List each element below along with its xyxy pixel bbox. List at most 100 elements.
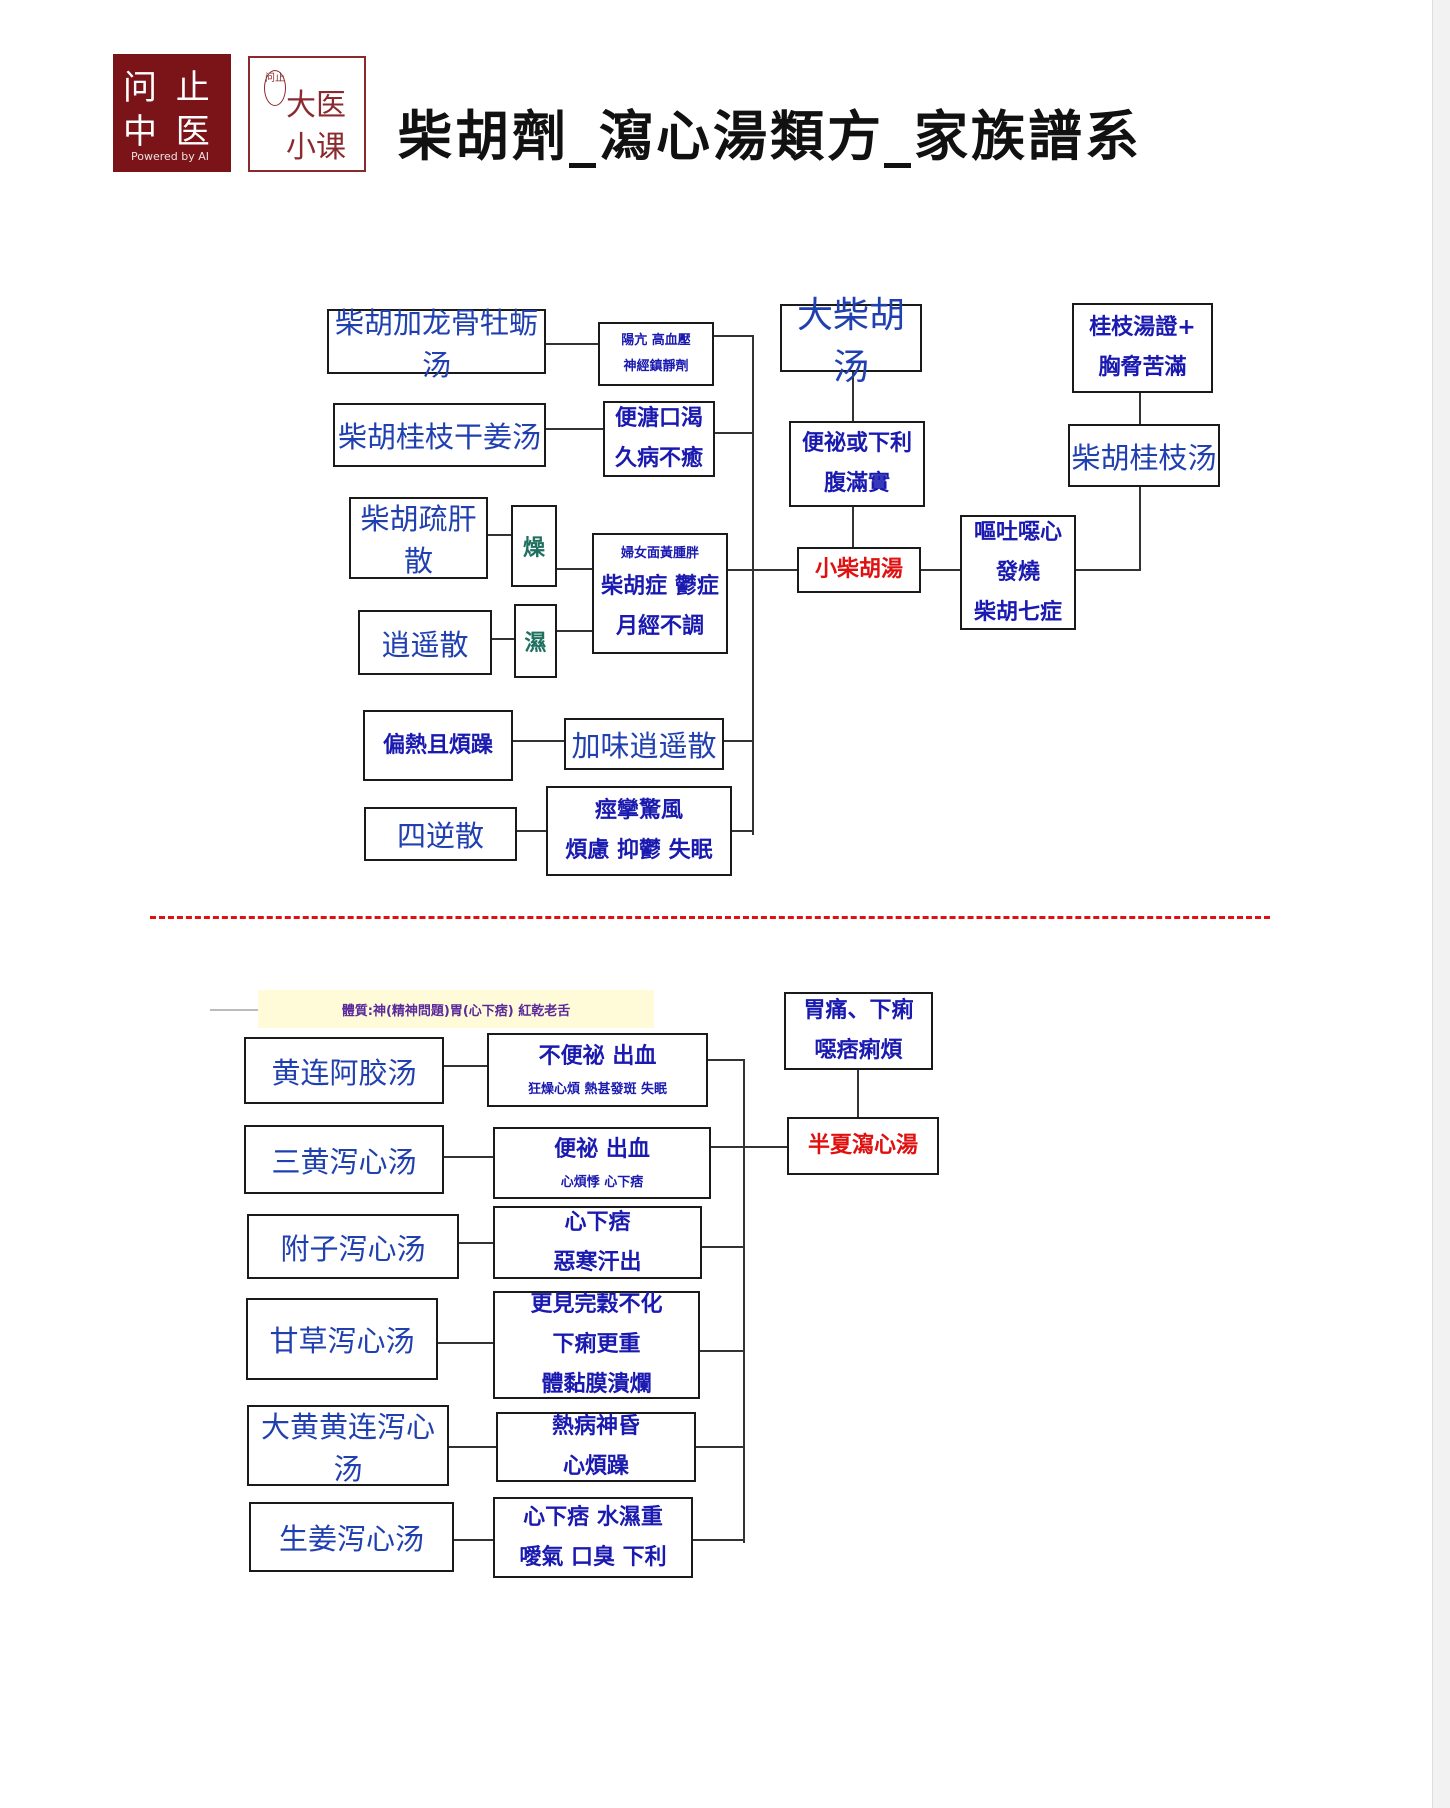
link-line xyxy=(512,740,565,742)
formula-gancao-xiexin[interactable]: 甘草泻心汤 xyxy=(246,1298,438,1380)
indication-text: 嘔吐噁心 xyxy=(973,519,1062,545)
link-line xyxy=(444,1156,494,1158)
indication-box: 嘔吐噁心發燒柴胡七症 xyxy=(960,515,1076,630)
link-line xyxy=(545,428,605,430)
formula-da-chaihu[interactable]: 大柴胡汤 xyxy=(780,295,922,388)
course-logo-seal: 问止 xyxy=(264,70,286,106)
link-line xyxy=(692,1539,743,1541)
indication-box: 胃痛、下痢噁痞痢煩 xyxy=(784,992,933,1070)
course-logo-line2: 小课 xyxy=(286,130,346,165)
link-line xyxy=(1075,569,1141,571)
indication-box: 不便祕 出血狂燥心煩 熱甚發斑 失眠 xyxy=(487,1033,708,1107)
link-line xyxy=(1139,392,1141,424)
indication-box: 心下痞 水濕重噯氣 口臭 下利 xyxy=(493,1497,693,1578)
formula-label: 柴胡加龙骨牡蛎汤 xyxy=(334,305,538,382)
link-line xyxy=(857,1070,859,1120)
indication-text: 噁痞痢煩 xyxy=(814,1038,903,1063)
link-line xyxy=(458,1242,494,1244)
link-line xyxy=(852,506,854,547)
trunk-line xyxy=(743,1059,745,1543)
link-line xyxy=(453,1539,494,1541)
formula-banxia-xiexin[interactable]: 半夏瀉心湯 xyxy=(787,1117,939,1175)
indication-text: 陽亢 高血壓 xyxy=(621,333,691,348)
indication-text: 桂枝湯證+ xyxy=(1089,315,1196,340)
tag-text: 燥 xyxy=(522,536,545,561)
link-line xyxy=(1139,486,1141,571)
formula-dahuang-huanglian-xiexin[interactable]: 大黄黄连泻心汤 xyxy=(247,1405,449,1486)
link-line xyxy=(698,1350,743,1352)
formula-shengjiang-xiexin[interactable]: 生姜泻心汤 xyxy=(249,1502,454,1572)
link-line xyxy=(706,1059,743,1061)
section-divider xyxy=(150,916,1270,919)
formula-label: 加味逍遥散 xyxy=(571,729,717,763)
link-line xyxy=(210,1009,260,1011)
formula-label: 逍遥散 xyxy=(381,627,469,662)
link-line xyxy=(557,568,593,570)
formula-chaihu-guizhi[interactable]: 柴胡桂枝汤 xyxy=(1068,424,1220,487)
indication-box: 熱病神昏心煩躁 xyxy=(496,1412,696,1482)
indication-text: 便祕或下利 xyxy=(801,431,912,456)
course-logo: 问止 大医 小课 xyxy=(248,56,366,172)
formula-huanglian-ejiao[interactable]: 黄连阿胶汤 xyxy=(244,1037,444,1104)
indication-box: 偏熱且煩躁 xyxy=(363,710,513,781)
logo-text-line2: 中 医 xyxy=(123,112,214,152)
formula-jiawei-xiaoyao[interactable]: 加味逍遥散 xyxy=(564,718,724,770)
link-line xyxy=(723,740,752,742)
indication-text: 心煩躁 xyxy=(562,1454,629,1479)
formula-label: 小柴胡湯 xyxy=(814,557,903,582)
formula-fuzi-xiexin[interactable]: 附子泻心汤 xyxy=(247,1214,459,1279)
indication-text: 心煩悸 心下痞 xyxy=(560,1175,644,1190)
link-line xyxy=(516,830,546,832)
indication-text: 發燒 xyxy=(995,559,1040,585)
logo-powered-text: Powered by AI xyxy=(131,150,210,163)
link-line xyxy=(490,638,514,640)
formula-label: 附子泻心汤 xyxy=(280,1231,426,1266)
formula-sanhuang-xiexin[interactable]: 三黄泻心汤 xyxy=(244,1125,444,1194)
formula-sini[interactable]: 四逆散 xyxy=(364,807,517,861)
indication-box: 便祕 出血心煩悸 心下痞 xyxy=(493,1127,711,1199)
link-line xyxy=(731,830,752,832)
indication-box: 心下痞惡寒汗出 xyxy=(493,1206,702,1279)
link-line xyxy=(710,1146,790,1148)
indication-text: 下痢更重 xyxy=(552,1332,641,1357)
link-line xyxy=(557,630,593,632)
indication-text: 噯氣 口臭 下利 xyxy=(519,1544,667,1570)
page-title: 柴胡劑_瀉心湯類方_家族譜系 xyxy=(398,104,1142,168)
formula-chaihu-guizhi-ganjiang[interactable]: 柴胡桂枝干姜汤 xyxy=(333,403,546,467)
indication-box: 便溏口渴久病不癒 xyxy=(603,401,715,477)
indication-text: 便溏口渴 xyxy=(614,406,703,431)
indication-text: 胸脅苦滿 xyxy=(1098,355,1187,380)
indication-text: 體黏膜潰爛 xyxy=(541,1372,652,1397)
formula-xiao-chaihu[interactable]: 小柴胡湯 xyxy=(797,547,921,593)
indication-text: 柴胡七症 xyxy=(973,599,1062,625)
indication-text: 痙攣驚風 xyxy=(594,798,683,823)
tag-damp: 濕 xyxy=(514,604,557,678)
indication-box: 更見完穀不化下痢更重體黏膜潰爛 xyxy=(493,1291,700,1399)
formula-label: 大柴胡汤 xyxy=(796,295,905,388)
indication-text: 惡寒汗出 xyxy=(553,1249,642,1275)
link-line xyxy=(752,569,797,571)
brand-logo: 问 止 中 医 Powered by AI xyxy=(113,54,231,172)
formula-label: 半夏瀉心湯 xyxy=(807,1133,918,1158)
indication-text: 久病不癒 xyxy=(614,446,703,471)
indication-box: 桂枝湯證+ 胸脅苦滿 xyxy=(1072,303,1213,393)
link-line xyxy=(920,569,962,571)
constitution-note: 體質:神(精神問題)胃(心下痞) 紅乾老舌 xyxy=(258,990,654,1028)
tag-dry: 燥 xyxy=(511,505,557,587)
indication-text: 熱病神昏 xyxy=(551,1414,640,1439)
formula-xiaoyao[interactable]: 逍遥散 xyxy=(358,610,492,675)
indication-text: 婦女面黃腫胖 xyxy=(620,545,699,561)
indication-text: 腹滿實 xyxy=(823,471,890,496)
link-line xyxy=(448,1446,496,1448)
page-scrollbar[interactable] xyxy=(1432,0,1450,1808)
trunk-line xyxy=(752,335,754,835)
indication-text: 便祕 出血 xyxy=(554,1137,650,1162)
indication-text: 柴胡症 鬱症 xyxy=(601,573,719,599)
formula-chaihu-shugan[interactable]: 柴胡疏肝散 xyxy=(349,497,488,579)
indication-text: 神經鎮靜劑 xyxy=(623,359,689,374)
formula-label: 三黄泻心汤 xyxy=(271,1144,417,1179)
indication-text: 不便祕 出血 xyxy=(538,1044,657,1069)
formula-chaihu-longgu-muli[interactable]: 柴胡加龙骨牡蛎汤 xyxy=(327,306,546,382)
formula-label: 生姜泻心汤 xyxy=(278,1522,424,1556)
link-line xyxy=(852,370,854,422)
